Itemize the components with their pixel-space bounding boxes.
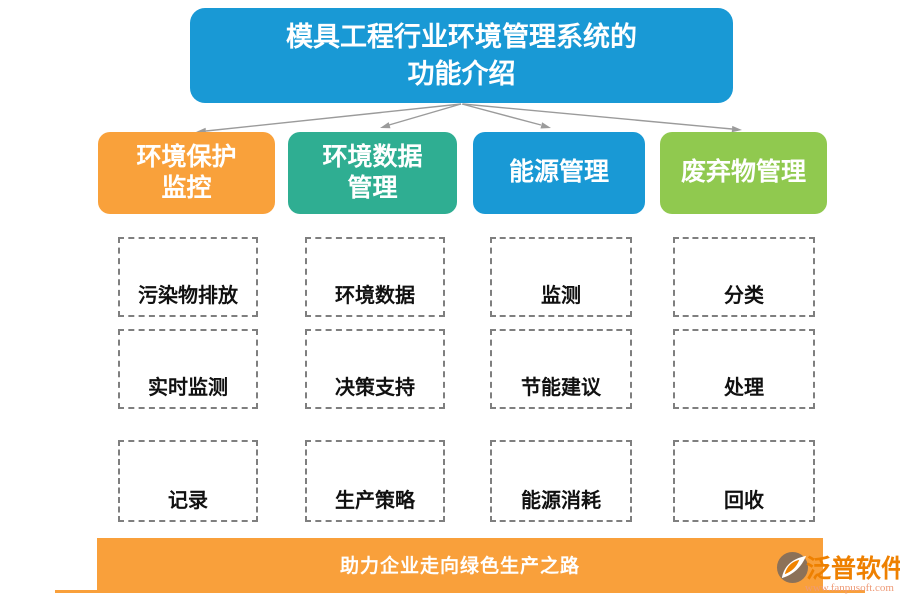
fanpu-logo-url: www.fanpusoft.com [804,582,894,594]
feature-energy-consumption: 能源消耗 [490,440,632,522]
feature-environment-data: 环境数据 [305,237,445,317]
category-environment-data-management: 环境数据 管理 [288,132,457,214]
arrow-line-2 [388,103,462,126]
fanpu-logo-icon [776,551,809,583]
feature-decision-support: 决策支持 [305,329,445,409]
arrow-head-3 [540,122,551,129]
arrow-head-2 [380,122,391,129]
category-waste-management: 废弃物管理 [660,132,827,214]
category-environment-protection-monitoring: 环境保护 监控 [98,132,275,214]
feature-record: 记录 [118,440,258,522]
arrow-line-4 [462,103,733,130]
feature-realtime-monitoring: 实时监测 [118,329,258,409]
arrow-line-1 [205,103,462,132]
feature-production-strategy: 生产策略 [305,440,445,522]
feature-energy-saving-advice: 节能建议 [490,329,632,409]
feature-pollutant-emission: 污染物排放 [118,237,258,317]
feature-treatment: 处理 [673,329,815,409]
feature-monitoring: 监测 [490,237,632,317]
title-box: 模具工程行业环境管理系统的 功能介绍 [190,8,733,103]
fanpu-logo: 泛普软件 www.fanpusoft.com [776,549,900,594]
arrow-line-3 [461,103,542,126]
banner-shadow-strip [55,590,865,593]
category-energy-management: 能源管理 [473,132,645,214]
fanpu-logo-text: 泛普软件 [806,556,900,583]
feature-classification: 分类 [673,237,815,317]
feature-recycling: 回收 [673,440,815,522]
slogan-banner: 助力企业走向绿色生产之路 [97,538,823,590]
